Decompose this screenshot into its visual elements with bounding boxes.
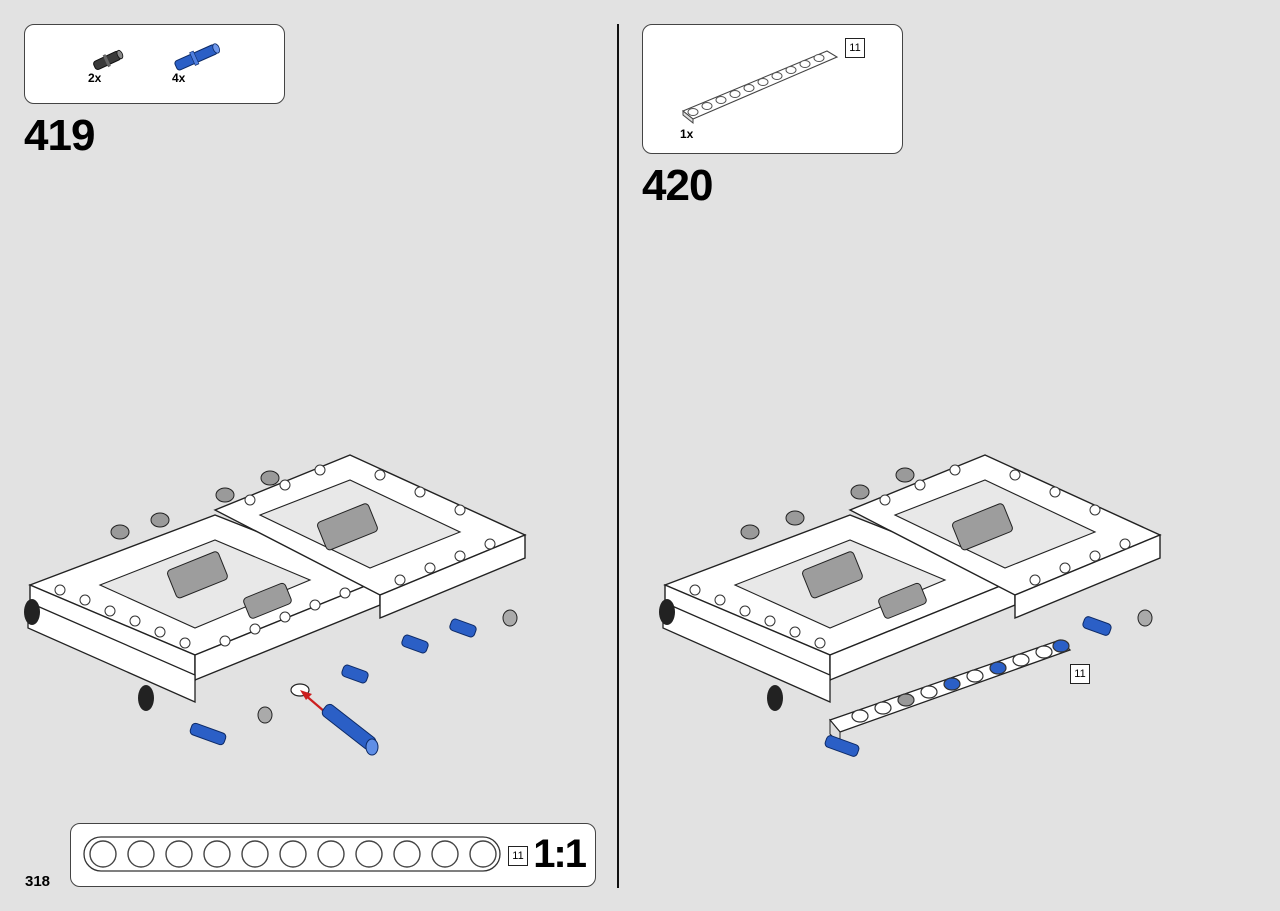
page-divider [617, 24, 619, 888]
assembly-illustration-420 [659, 454, 1162, 757]
length-badge: 11 [508, 846, 528, 866]
scale-check-box: 11 1:1 [70, 823, 596, 887]
step-number-420: 420 [642, 161, 713, 210]
part-qty-blue-axle-pin: 4x [172, 71, 186, 85]
part-qty-black-pin: 2x [88, 71, 102, 85]
part-qty-white-beam: 1x [680, 127, 694, 141]
blue-axle-pin-icon [174, 43, 220, 71]
beam-actual-size-icon [83, 836, 501, 872]
white-beam-icon [681, 50, 839, 125]
page-number: 318 [25, 873, 51, 890]
parts-list-box-419: 2x 4x [24, 24, 285, 104]
step-number-419: 419 [24, 111, 95, 160]
parts-list-box-420: 11 1x [642, 24, 903, 154]
length-badge: 11 [845, 38, 865, 58]
callout-length-badge: 11 [1070, 664, 1090, 684]
assembly-illustration-419 [24, 454, 527, 756]
black-pin-icon [93, 49, 124, 70]
scale-ratio: 1:1 [533, 832, 587, 876]
